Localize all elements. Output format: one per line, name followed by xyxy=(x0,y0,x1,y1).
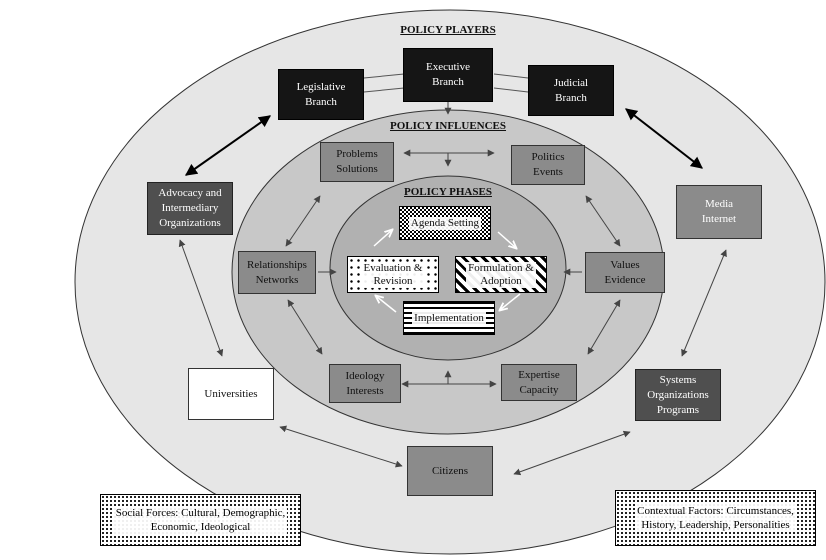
social-forces-text: Social Forces: Cultural, Demographic, Ec… xyxy=(113,506,288,534)
agenda-setting-box: Agenda Setting xyxy=(399,206,491,240)
connector-executive-judicial xyxy=(493,73,529,79)
media-internet-box: Media Internet xyxy=(676,185,762,239)
implementation-box: Implementation xyxy=(403,301,495,335)
expertise-capacity-box: Expertise Capacity xyxy=(501,364,577,401)
arrow-legislative-advocacy xyxy=(185,115,271,176)
evaluation-revision-box: Evaluation & Revision xyxy=(347,256,439,293)
formulation-adoption-label: Formulation & Adoption xyxy=(466,261,536,288)
arrow-universities-citizens xyxy=(279,425,403,468)
contextual-factors-text: Contextual Factors: Circumstances, Histo… xyxy=(635,504,796,532)
arrow-citizens-systems xyxy=(513,430,631,476)
arrow-values-expertise xyxy=(587,299,621,355)
values-evidence-box: Values Evidence xyxy=(585,252,665,293)
citizens-box: Citizens xyxy=(407,446,493,496)
legislative-branch-box: Legislative Branch xyxy=(278,69,364,120)
arrow-formulation-implementation xyxy=(500,293,521,310)
connector-legislative-executive-2 xyxy=(363,87,405,93)
heading-policy-phases: POLICY PHASES xyxy=(404,186,492,198)
arrow-problems-relationships xyxy=(285,195,321,247)
agenda-setting-label: Agenda Setting xyxy=(408,216,482,230)
ideology-interests-box: Ideology Interests xyxy=(329,364,401,403)
arrow-implementation-evaluation xyxy=(376,296,397,313)
heading-policy-players: POLICY PLAYERS xyxy=(400,24,496,36)
connector-legislative-executive xyxy=(363,73,405,79)
connector-executive-judicial-2 xyxy=(493,87,529,93)
inner-ellipse xyxy=(329,175,567,361)
arrow-advocacy-universities xyxy=(178,239,224,357)
arrow-evaluation-agenda xyxy=(373,230,392,247)
executive-branch-box: Executive Branch xyxy=(403,48,493,102)
advocacy-organizations-box: Advocacy and Intermediary Organizations xyxy=(147,182,233,235)
judicial-branch-box: Judicial Branch xyxy=(528,65,614,116)
arrow-media-systems xyxy=(681,249,727,357)
systems-organizations-box: Systems Organizations Programs xyxy=(635,369,721,421)
arrow-relationships-ideology xyxy=(287,299,323,355)
implementation-label: Implementation xyxy=(412,311,486,325)
contextual-factors-note: Contextual Factors: Circumstances, Histo… xyxy=(615,490,816,546)
social-forces-note: Social Forces: Cultural, Demographic, Ec… xyxy=(100,494,301,546)
arrow-agenda-formulation xyxy=(497,231,516,248)
arrow-politics-values xyxy=(585,195,621,247)
problems-solutions-box: Problems Solutions xyxy=(320,142,394,182)
formulation-adoption-box: Formulation & Adoption xyxy=(455,256,547,293)
heading-policy-influences: POLICY INFLUENCES xyxy=(389,120,507,132)
evaluation-revision-label: Evaluation & Revision xyxy=(361,261,425,288)
universities-box: Universities xyxy=(188,368,274,420)
relationships-networks-box: Relationships Networks xyxy=(238,251,316,294)
arrow-judicial-media xyxy=(625,108,703,169)
politics-events-box: Politics Events xyxy=(511,145,585,185)
